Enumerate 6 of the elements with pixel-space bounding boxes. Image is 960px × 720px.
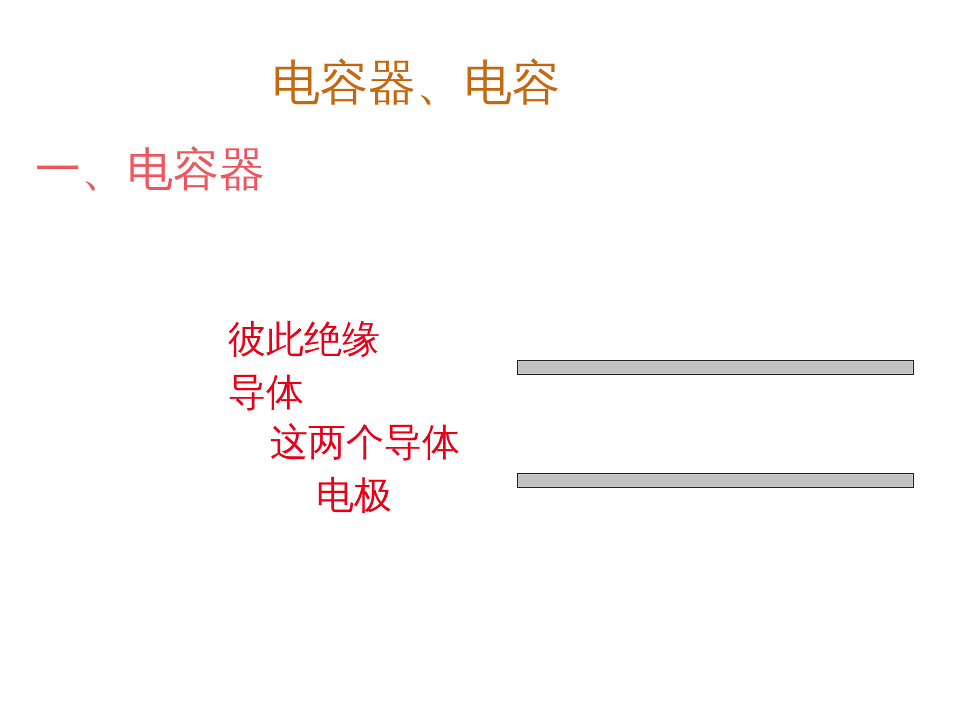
title: 电容器、电容	[272, 56, 560, 112]
text-label: 彼此绝缘	[228, 318, 380, 362]
text-label: 电极	[316, 474, 392, 518]
section-heading: 一、电容器	[35, 143, 265, 196]
text-label: 这两个导体	[270, 421, 460, 465]
text-label: 导体	[228, 371, 304, 415]
